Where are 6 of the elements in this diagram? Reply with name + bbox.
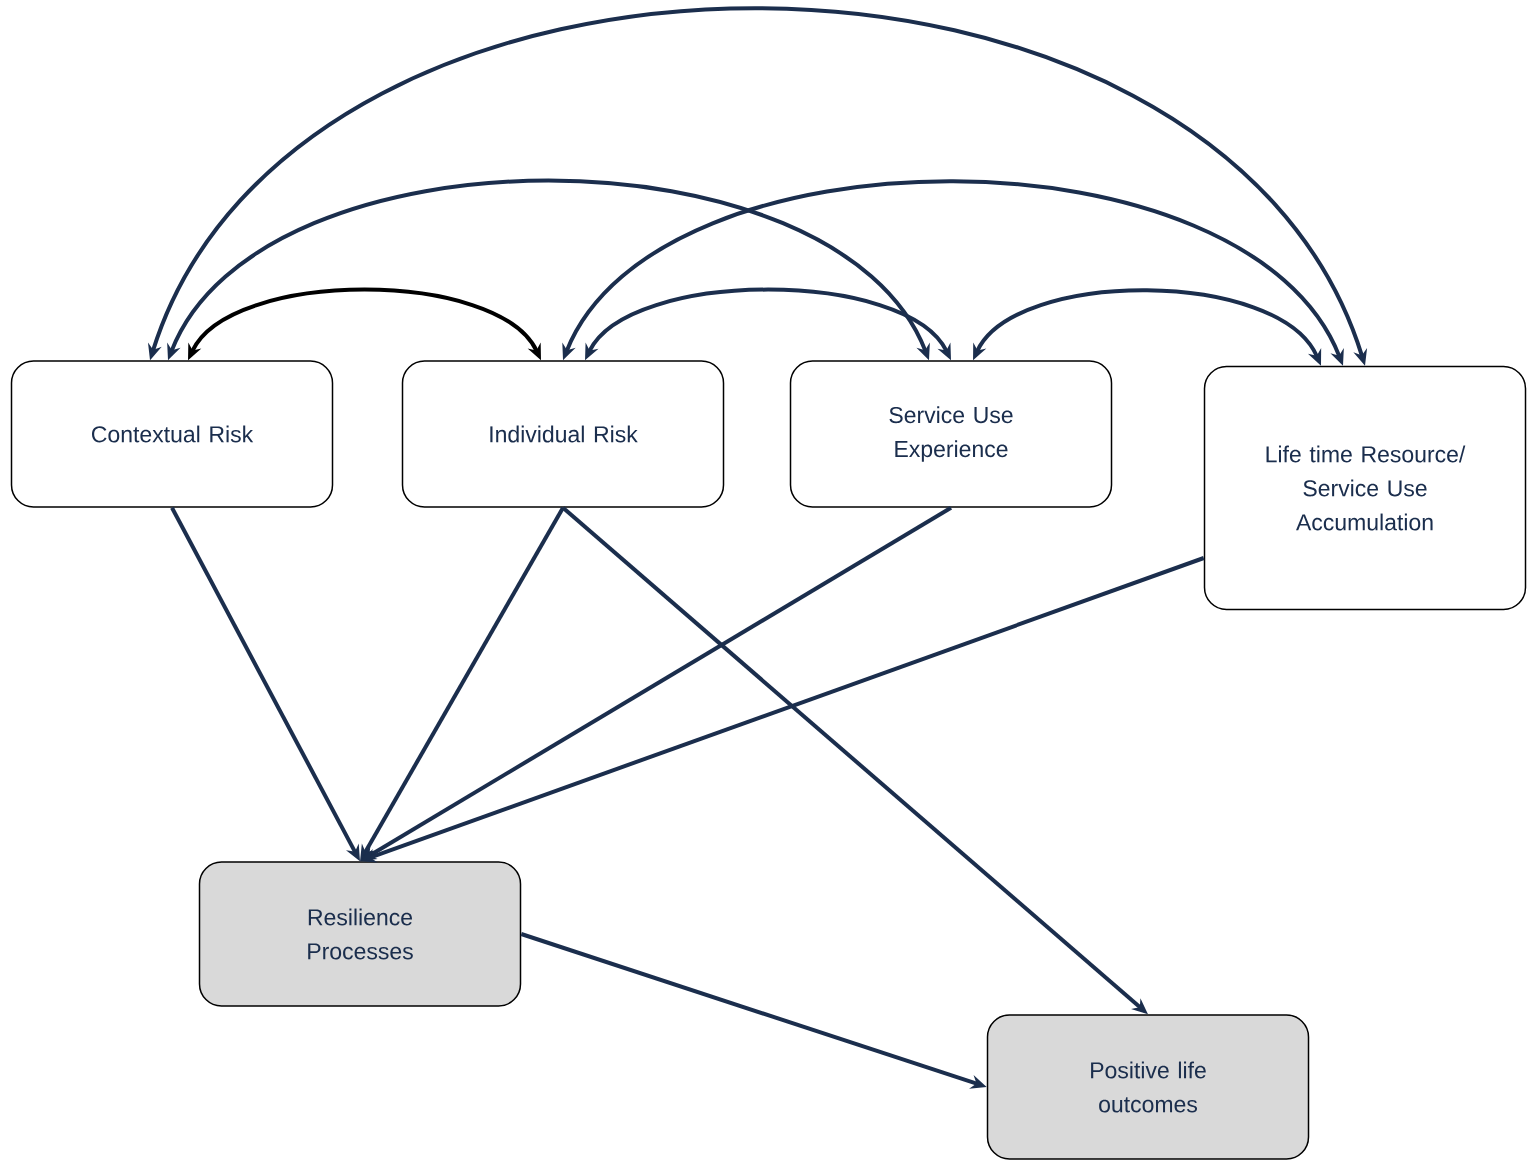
outcome-box: Positive life outcomes	[986, 1014, 1310, 1160]
factor-box: Service Use Experience	[789, 360, 1113, 508]
outcome-box: Resilience Processes	[198, 861, 522, 1007]
factor-box: Life time Resource/ Service Use Accumulation	[1203, 365, 1527, 611]
factor-box: Contextual Risk	[10, 360, 334, 508]
factor-box: Individual Risk	[401, 360, 725, 508]
